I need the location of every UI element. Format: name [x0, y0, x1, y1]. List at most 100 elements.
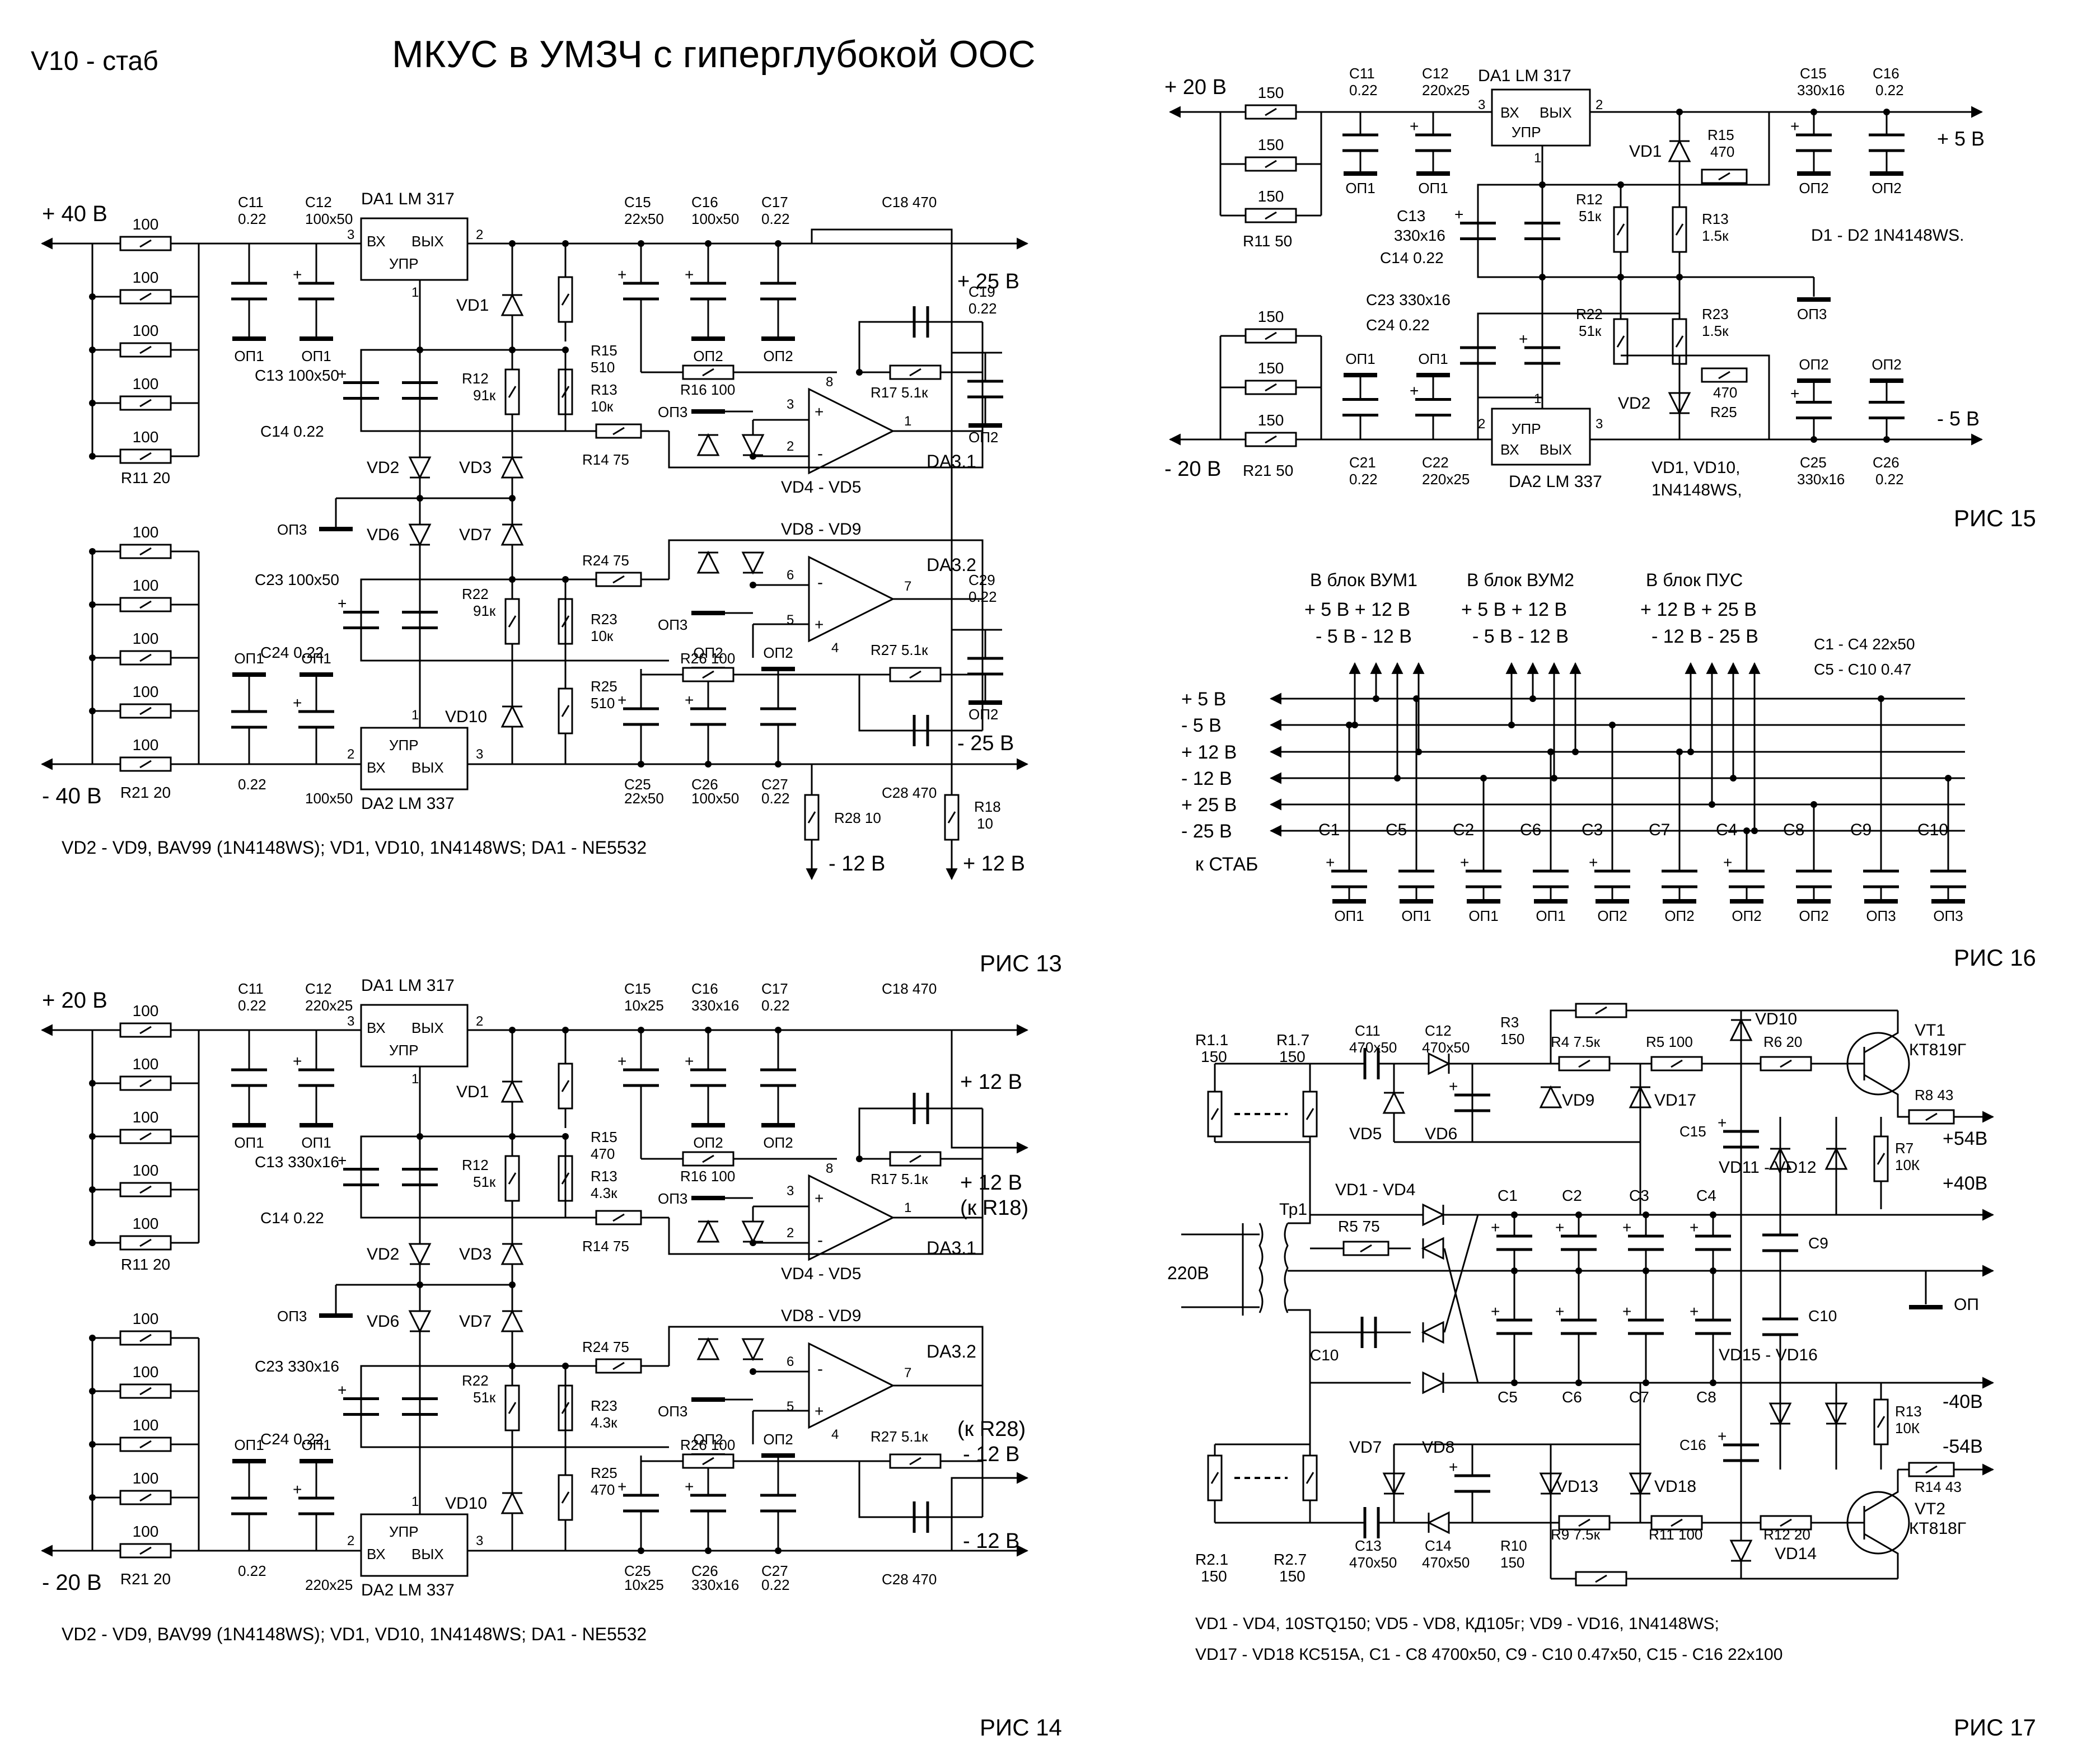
rail-label: - 25 В: [1181, 821, 1232, 842]
label: + 5 В + 12 В: [1304, 599, 1410, 620]
label: 0.22: [1349, 471, 1378, 488]
label: C9: [1850, 821, 1872, 839]
label: C18 470: [882, 980, 937, 997]
label: 10К: [1895, 1420, 1920, 1437]
label: VD11 - VD12: [1719, 1158, 1817, 1177]
label: +: [815, 1402, 824, 1420]
wire: [807, 811, 816, 823]
junction-dot: [509, 347, 516, 353]
label: 1: [1534, 151, 1541, 166]
label: C16: [691, 980, 718, 997]
wire: [1360, 1244, 1372, 1253]
label: C16: [1873, 65, 1899, 82]
ic-box: [1491, 88, 1591, 147]
cap-c24: C24 0.22: [260, 644, 324, 661]
label: ОП1: [301, 650, 331, 667]
resistor-value: 100: [133, 523, 159, 541]
polarity-plus: +: [1555, 1219, 1564, 1236]
wire: [139, 1026, 152, 1035]
label: R24 75: [582, 552, 629, 569]
label: VD3: [459, 1245, 492, 1264]
label: C15: [1679, 1123, 1706, 1140]
junction-dot: [89, 654, 96, 661]
opamp: [808, 555, 895, 643]
label: C21: [1349, 454, 1376, 471]
label: 3: [347, 1014, 354, 1029]
label: 100x50: [691, 790, 739, 807]
wire: [1578, 1518, 1590, 1527]
label: ОП2: [1597, 907, 1627, 924]
label: + 5 В + 12 В: [1461, 599, 1567, 620]
label: R5 75: [1338, 1218, 1380, 1235]
label: 4: [831, 1427, 839, 1442]
wire: [1288, 1215, 1311, 1224]
label: R16 100: [680, 381, 735, 398]
label: C8: [1696, 1388, 1716, 1406]
diode: [408, 1310, 432, 1333]
wire: [640, 1456, 859, 1462]
junction-dot: [1810, 436, 1817, 443]
label: ОП3: [658, 616, 687, 633]
wire: [909, 368, 921, 377]
label: Тр1: [1279, 1200, 1307, 1219]
label: R2.7: [1274, 1551, 1307, 1568]
junction-dot: [562, 1027, 569, 1033]
label: ОП1: [1345, 180, 1375, 196]
diode: [1422, 1203, 1445, 1227]
label: R1.7: [1276, 1031, 1309, 1049]
label: ОП2: [763, 1431, 793, 1448]
label: 10: [977, 815, 993, 832]
junction-dot: [1751, 827, 1758, 834]
wire: [702, 368, 714, 377]
label: R24 75: [582, 1339, 629, 1355]
wire: [561, 1080, 570, 1092]
label: 3: [476, 747, 483, 762]
wire: [1306, 1472, 1314, 1484]
junction-dot: [1609, 722, 1616, 728]
label: 0.22: [238, 776, 266, 793]
ic-box: [360, 1004, 469, 1068]
wire: [139, 239, 152, 248]
fig16-caption: РИС 16: [1954, 944, 2036, 971]
label: R12: [462, 370, 489, 387]
label: КТ818Г: [1909, 1519, 1966, 1538]
label: ОП2: [1732, 907, 1761, 924]
label: C2: [1562, 1187, 1582, 1204]
junction-dot: [1676, 748, 1683, 755]
label: R5 100: [1646, 1033, 1693, 1050]
label: VT1: [1915, 1021, 1945, 1040]
label: R23: [591, 611, 617, 628]
label: ОП2: [1872, 180, 1901, 196]
label: R23: [591, 1397, 617, 1414]
wire: [1864, 1074, 1899, 1114]
resistor-value: 100: [133, 1002, 159, 1019]
label: R13: [1895, 1403, 1922, 1420]
diode: [408, 1243, 432, 1266]
resistor-value: 100: [133, 1215, 159, 1232]
label: R25: [1710, 404, 1737, 420]
label: 330x16: [1797, 471, 1845, 488]
label: - 5 В - 12 В: [1316, 626, 1412, 647]
junction-dot: [1539, 274, 1546, 280]
junction-dot: [1676, 274, 1683, 280]
label: 2: [476, 1014, 483, 1029]
label: C10: [1808, 1307, 1837, 1325]
resistor: [1701, 367, 1748, 383]
label: C4: [1696, 1187, 1716, 1204]
wire: [139, 1546, 152, 1555]
label: - 12 В - 25 В: [1651, 626, 1758, 647]
label: 0.22: [969, 300, 997, 317]
label: 51к: [1579, 322, 1602, 339]
label: 7: [904, 1365, 911, 1381]
cap-name: C12: [305, 194, 332, 210]
label: ВЫХ: [411, 759, 444, 776]
resistor: [1760, 1056, 1812, 1071]
wire: [612, 575, 625, 584]
wire: [1265, 211, 1277, 220]
cap-c23: C23 330x16: [255, 1358, 339, 1375]
wire: [1265, 160, 1277, 169]
label: 2: [787, 439, 794, 454]
resistor: [558, 1474, 573, 1521]
label: 3: [476, 1533, 483, 1548]
wire: [1578, 1059, 1590, 1068]
